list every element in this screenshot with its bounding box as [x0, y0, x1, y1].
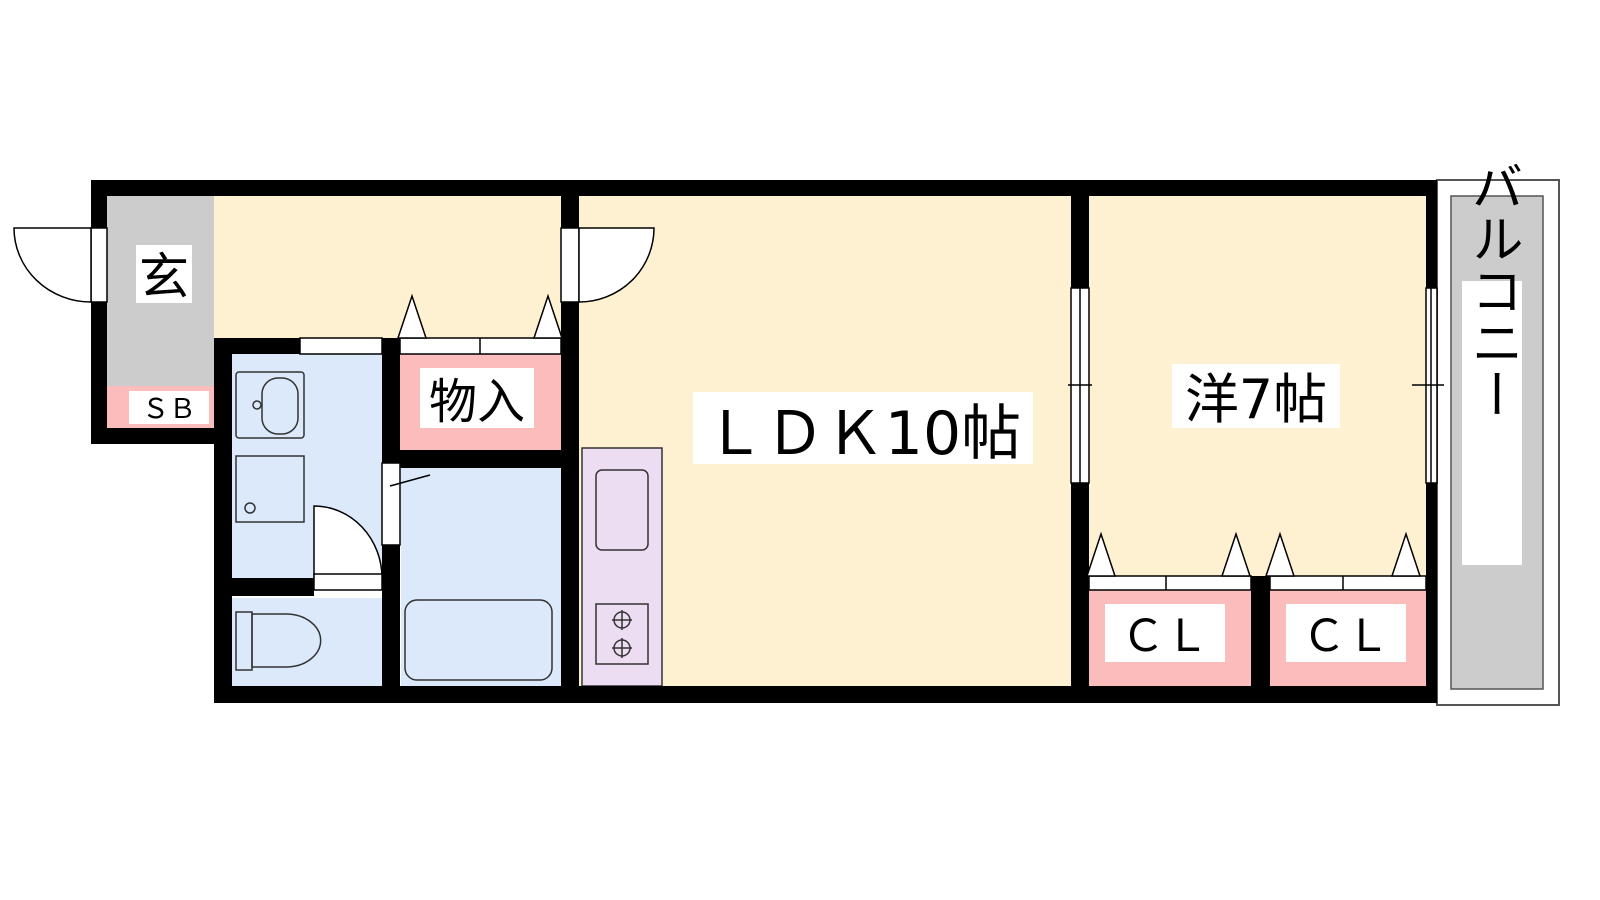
closet-right-door-track [1269, 575, 1427, 591]
wall-wash-storage-lower [382, 545, 400, 686]
bathtub-icon [404, 599, 553, 681]
storage-door-marker-right [532, 293, 564, 339]
kitchen-sink-icon [595, 469, 649, 551]
windows [1068, 287, 1444, 484]
bath-door-jamb [381, 462, 401, 546]
wall-bottom [214, 686, 1437, 703]
label-entrance: 玄 [139, 248, 189, 306]
wall-right-upper [1426, 180, 1437, 288]
label-shoe-box: ＳＢ [142, 394, 196, 425]
wall-left-lower [91, 302, 107, 444]
wash-basin-icon [235, 371, 305, 439]
stove-icon [595, 603, 649, 665]
walls [91, 180, 1437, 703]
entrance-door-jamb [90, 227, 108, 303]
label-western-room: 洋7帖 [1185, 368, 1327, 431]
closet-left-door-track [1088, 575, 1252, 591]
label-closet-right: ＣＬ [1302, 611, 1390, 662]
room-labels: 玄 ＳＢ 物入 ＬＤＫ10帖 洋7帖 ＣＬ ＣＬ バルコニー [139, 160, 1522, 662]
closet-left-marker-b [1220, 531, 1252, 577]
wall-top [91, 180, 1437, 196]
washroom-door-jamb [313, 573, 383, 591]
ldk-door-jamb [560, 227, 580, 303]
wall-left-upper [91, 196, 107, 228]
wall-bath-left [214, 338, 232, 703]
wall-wash-toilet [232, 578, 314, 596]
bath-door-leaf [389, 474, 431, 487]
wall-storage-bottom [382, 450, 572, 468]
washroom-door-swing [313, 505, 383, 579]
closet-right-marker-b [1390, 531, 1422, 577]
closet-right-marker-a [1264, 531, 1296, 577]
wall-entrance-bottom [91, 428, 214, 444]
storage-door-marker-left [396, 293, 428, 339]
wall-right-lower [1426, 483, 1437, 703]
fixtures [235, 371, 649, 681]
label-ldk: ＬＤＫ10帖 [705, 399, 1021, 469]
wall-hall-ldk-top [561, 196, 579, 228]
hallway-floor [214, 196, 577, 344]
wall-wash-storage [382, 338, 400, 463]
entrance-door-swing [13, 227, 92, 303]
closet-left-marker-a [1085, 531, 1117, 577]
washroom-hall-slider [299, 337, 383, 355]
toilet-icon [235, 611, 322, 671]
label-closet-left: ＣＬ [1121, 611, 1209, 662]
label-balcony: バルコニー [1462, 160, 1522, 420]
washing-machine-icon [235, 455, 305, 523]
toilet-floor [232, 598, 382, 686]
label-storage: 物入 [429, 374, 525, 430]
wall-bath-top [214, 338, 300, 354]
wall-hall-ldk-lower [561, 302, 579, 686]
wall-closet-divider [1251, 576, 1270, 686]
bathroom-floor [401, 468, 574, 686]
doors [13, 227, 1427, 591]
ldk-door-swing [578, 227, 655, 303]
wall-ldk-western-lower [1071, 483, 1089, 686]
wall-ldk-western-upper [1071, 196, 1089, 288]
label-backgrounds [129, 245, 1522, 662]
